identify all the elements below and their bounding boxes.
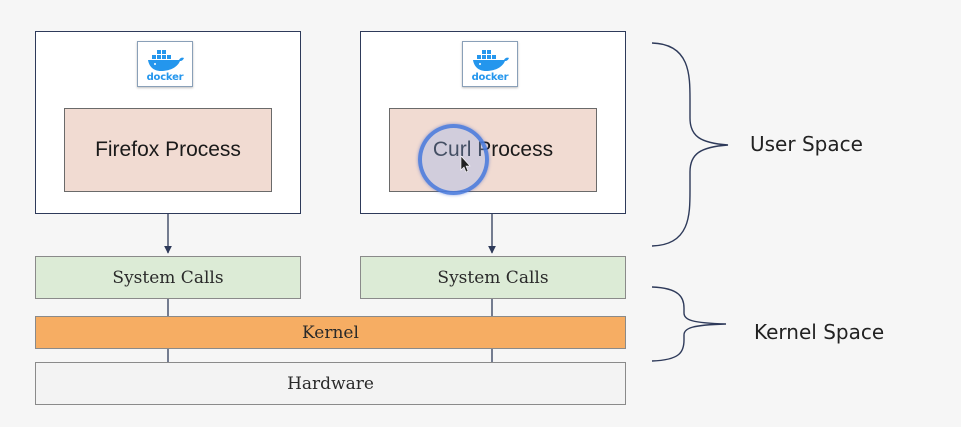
kernel-space-brace xyxy=(651,286,727,362)
kernel-space-label: Kernel Space xyxy=(754,320,885,344)
kernel-bar: Kernel xyxy=(35,316,626,349)
docker-logo-left: docker xyxy=(137,41,193,87)
docker-logo-right: docker xyxy=(462,41,518,87)
docker-whale-icon xyxy=(148,50,184,71)
user-space-brace xyxy=(651,42,729,247)
system-calls-left: System Calls xyxy=(35,256,301,299)
cursor-highlight xyxy=(418,124,489,195)
firefox-process-box: Firefox Process xyxy=(64,108,272,192)
hardware-bar: Hardware xyxy=(35,362,626,405)
docker-logo-text: docker xyxy=(146,72,184,83)
user-space-label: User Space xyxy=(750,132,863,156)
docker-logo-text: docker xyxy=(471,72,509,83)
docker-whale-icon xyxy=(473,50,509,71)
system-calls-right: System Calls xyxy=(360,256,626,299)
